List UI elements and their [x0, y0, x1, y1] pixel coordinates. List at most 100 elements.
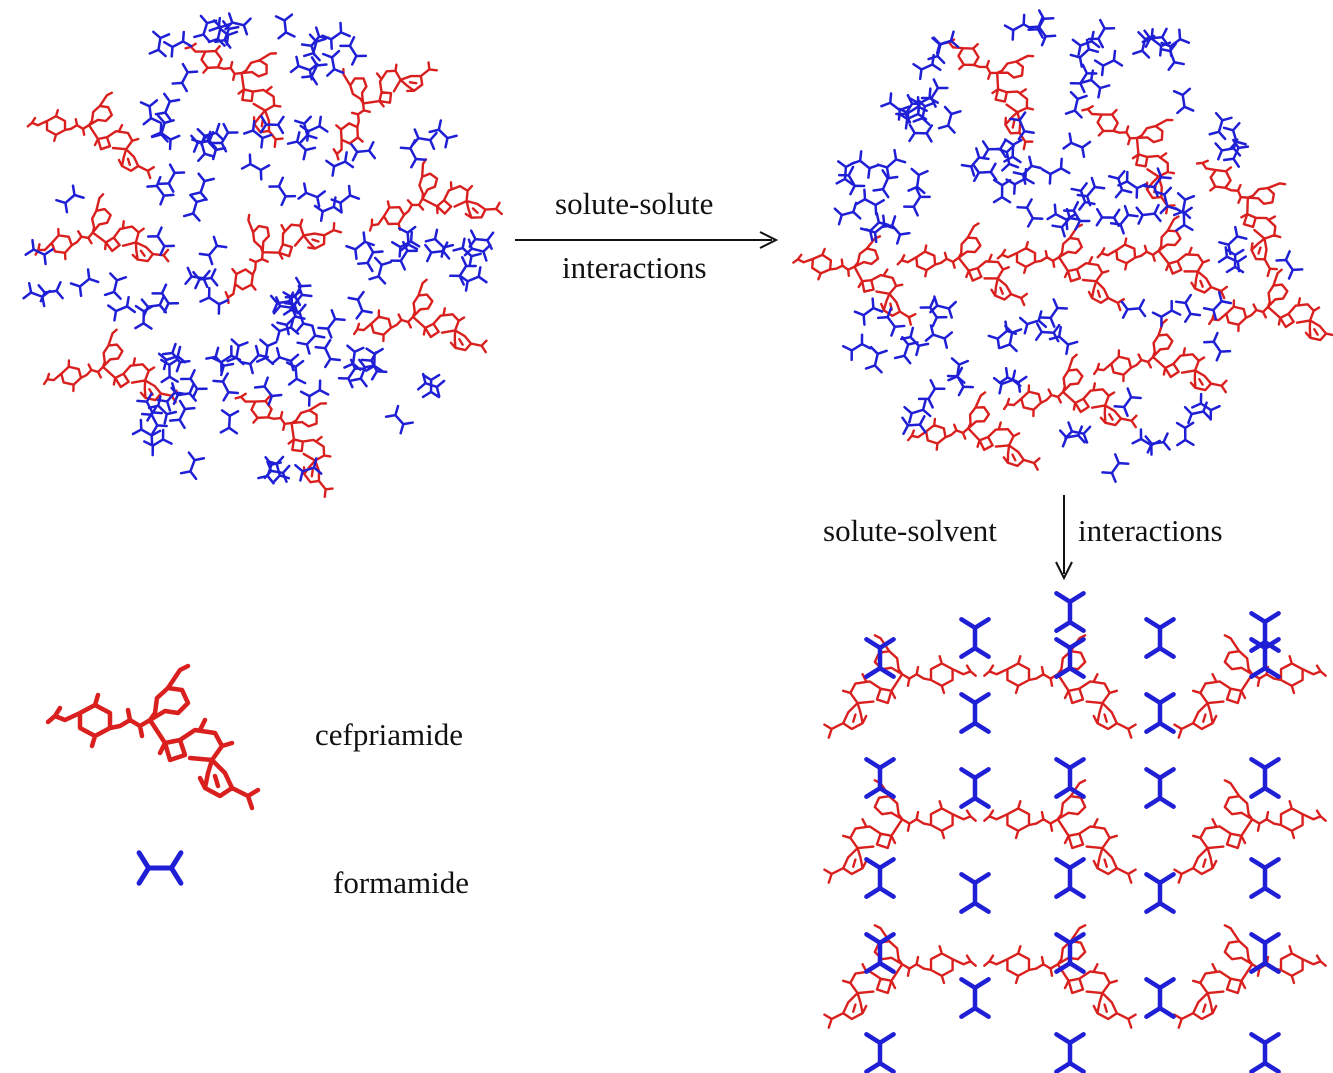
formamide-molecule	[160, 358, 179, 384]
formamide-molecule	[903, 399, 932, 424]
formamide-molecule	[55, 184, 85, 214]
formamide-molecule	[1251, 859, 1278, 896]
formamide-molecule	[880, 92, 910, 121]
formamide-molecule	[866, 859, 893, 896]
formamide-molecule	[919, 297, 948, 328]
formamide-molecule	[1117, 170, 1147, 199]
formamide-molecule	[1041, 157, 1071, 185]
formamide-molecule	[1093, 49, 1124, 77]
formamide-molecule	[903, 186, 931, 217]
formamide-molecule	[294, 457, 323, 482]
formamide-molecule	[1064, 421, 1092, 444]
formamide-molecule	[158, 163, 186, 193]
formamide-molecule	[1101, 453, 1130, 483]
legend-label-cefpriamide: cefpriamide	[315, 717, 464, 752]
arrow-label-solute-solute: solute-solute	[555, 186, 714, 221]
formamide-molecule	[1113, 387, 1142, 417]
formamide-molecule	[1146, 694, 1173, 731]
formamide-molecule	[296, 325, 326, 355]
formamide-molecule	[325, 151, 355, 177]
formamide-molecule	[22, 282, 52, 308]
formamide-molecule	[350, 140, 377, 162]
legend-cefpriamide-molecule	[48, 666, 258, 808]
formamide-molecule	[999, 324, 1023, 353]
cefpriamide-molecule	[1093, 211, 1229, 310]
cefpriamide-molecule	[162, 16, 316, 150]
formamide-molecule	[1251, 639, 1278, 676]
formamide-molecule	[853, 297, 884, 326]
formamide-molecule	[961, 979, 988, 1016]
formamide-molecule	[1062, 132, 1092, 159]
formamide-molecule	[424, 241, 451, 263]
cefpriamide-molecule	[199, 179, 345, 334]
formamide-molecule	[69, 268, 100, 298]
formamide-molecule	[864, 214, 895, 244]
formamide-molecule	[1251, 1034, 1278, 1071]
cefpriamide-molecule	[823, 634, 977, 739]
cefpriamide-molecule	[823, 924, 977, 1029]
cefpriamide-molecule	[893, 218, 1029, 317]
formamide-molecule	[317, 308, 346, 339]
formamide-molecule	[151, 283, 180, 314]
legend-label-formamide: formamide	[333, 865, 470, 900]
formamide-molecule	[255, 338, 278, 366]
formamide-molecule	[1056, 934, 1083, 971]
formamide-molecule	[103, 272, 128, 300]
formamide-molecule	[842, 333, 872, 362]
formamide-molecule	[356, 242, 384, 273]
cefpriamide-molecule	[1173, 924, 1327, 1029]
arrow-label-interactions-1: interactions	[562, 250, 707, 285]
formamide-molecule	[468, 229, 495, 250]
formamide-molecule	[399, 139, 427, 169]
formamide-molecule	[1146, 874, 1173, 911]
formamide-molecule	[171, 62, 199, 93]
formamide-molecule	[937, 105, 962, 134]
cefpriamide-molecule	[994, 342, 1141, 460]
formamide-molecule	[1003, 13, 1034, 41]
formamide-molecule	[182, 193, 207, 222]
formamide-molecule	[1203, 331, 1232, 362]
legend-formamide-molecule	[139, 853, 181, 883]
formamide-molecule	[1251, 759, 1278, 796]
formamide-molecule	[1056, 593, 1083, 630]
arrow-solute-solvent	[1055, 495, 1073, 581]
formamide-molecule	[198, 235, 228, 266]
cefpriamide-molecule	[34, 317, 181, 435]
formamide-molecule	[833, 201, 862, 226]
formamide-molecule	[190, 172, 215, 201]
formamide-molecule	[1174, 293, 1202, 323]
formamide-molecule	[170, 383, 197, 405]
formamide-molecule	[299, 379, 330, 407]
formamide-molecule	[1064, 90, 1088, 119]
formamide-molecule	[917, 379, 946, 409]
formamide-molecule	[866, 759, 893, 796]
arrow-solute-solute	[515, 231, 779, 249]
formamide-molecule	[1120, 298, 1147, 319]
formamide-molecule	[1154, 186, 1178, 215]
formamide-molecule	[428, 119, 458, 149]
formamide-molecule	[920, 78, 949, 108]
formamide-molecule	[1175, 421, 1195, 447]
arrow-label-solute-solvent: solute-solvent	[823, 513, 997, 548]
formamide-molecule	[961, 619, 988, 656]
formamide-molecule	[866, 1034, 893, 1071]
formamide-molecule	[339, 36, 368, 66]
formamide-molecule	[924, 324, 954, 349]
cefpriamide-molecule	[22, 178, 173, 305]
formamide-molecule	[972, 162, 998, 183]
formamide-molecule	[107, 295, 137, 322]
formamide-molecule	[1056, 1034, 1083, 1071]
formamide-molecule	[881, 215, 911, 245]
formamide-molecule	[37, 281, 64, 303]
formamide-molecule	[179, 451, 206, 481]
arrow-label-interactions-2: interactions	[1078, 513, 1223, 548]
formamide-molecule	[849, 150, 880, 179]
formamide-molecule	[347, 290, 373, 320]
formamide-molecule	[946, 366, 975, 397]
cefpriamide-molecule	[916, 12, 1071, 153]
formamide-molecule	[199, 286, 229, 315]
formamide-molecule	[134, 304, 154, 330]
formamide-molecule	[864, 345, 888, 374]
formamide-molecule	[219, 409, 240, 435]
